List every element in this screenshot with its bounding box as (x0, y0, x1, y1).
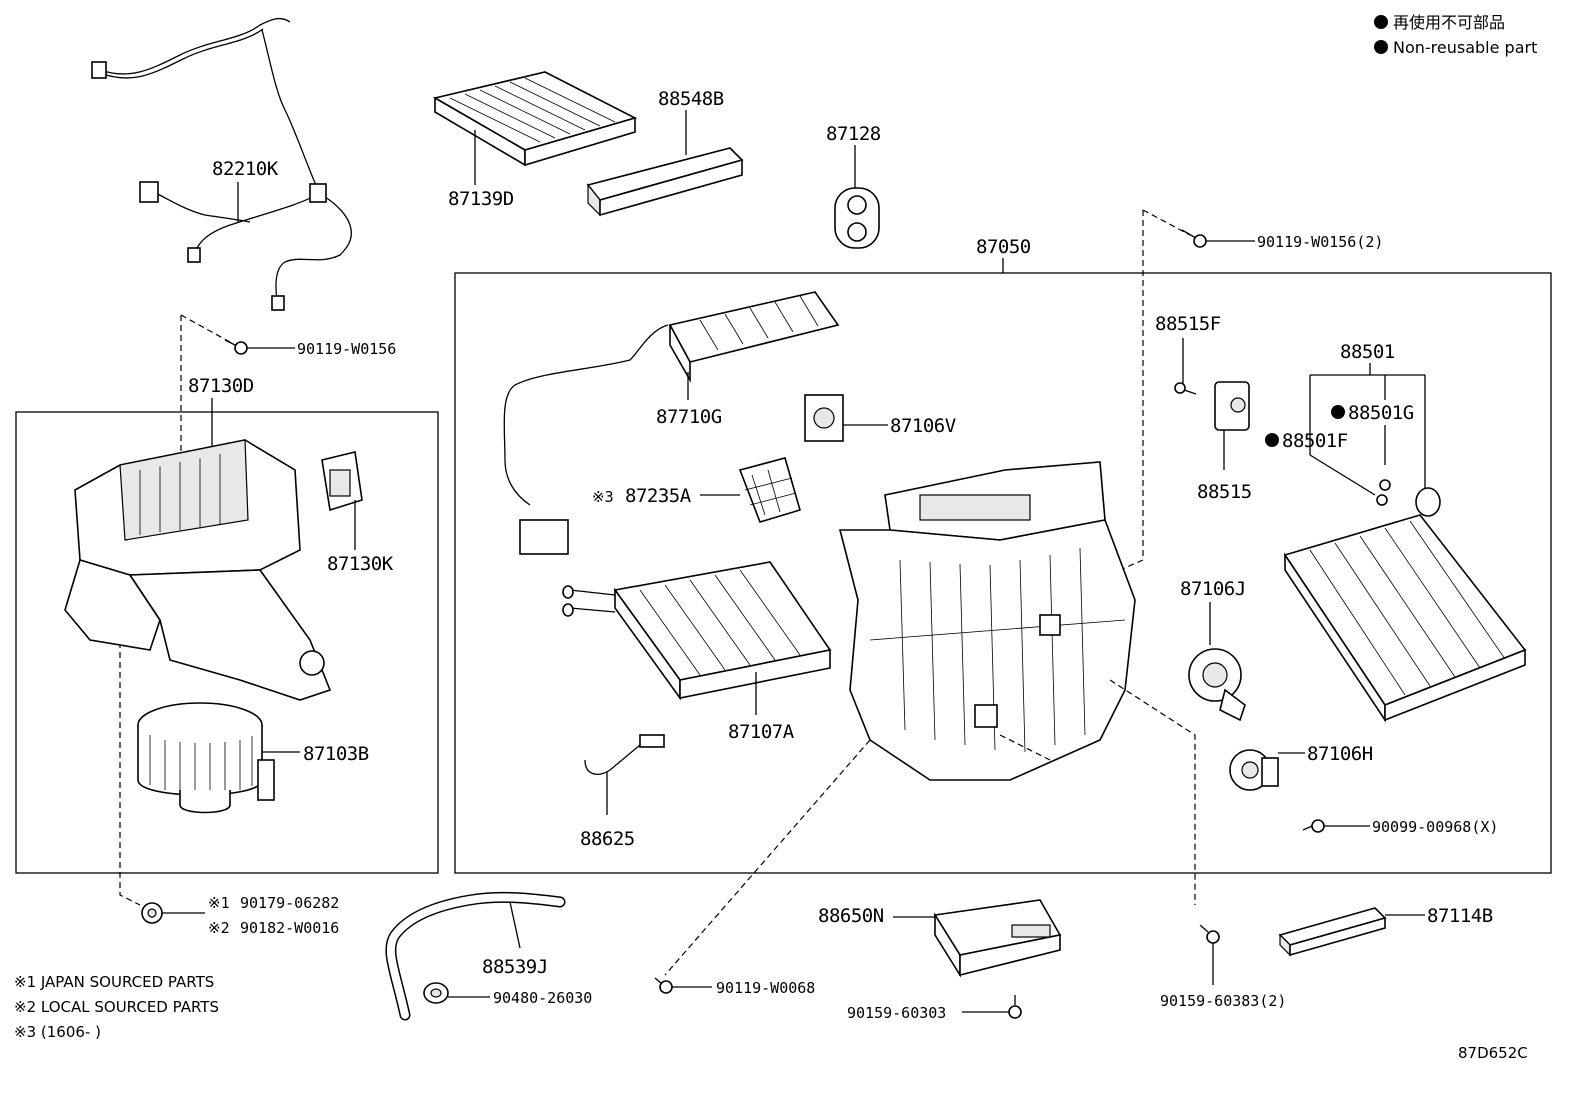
label-88539j: 88539J (482, 956, 548, 978)
non-reusable-dot-icon (1374, 15, 1388, 29)
label-88501: 88501 (1340, 341, 1395, 363)
footnote-3: ※3 (1606- ) (14, 1023, 101, 1041)
label-87114b: 87114B (1427, 905, 1493, 927)
label-87050: 87050 (976, 236, 1031, 258)
label-90119-w0156-2: 90119-W0156(2) (1257, 233, 1383, 251)
heater-core-87107a (562, 561, 832, 715)
blower-assembly-box (15, 411, 439, 874)
label-90179: 90179-06282 (240, 894, 339, 912)
evaporator-88501 (1283, 363, 1527, 723)
legend-jp: 再使用不可部品 (1393, 13, 1505, 32)
label-87130d: 87130D (188, 375, 254, 397)
label-87106v: 87106V (890, 415, 956, 437)
label-82210k: 82210K (212, 158, 279, 180)
footnote-1: ※1 JAPAN SOURCED PARTS (14, 973, 214, 991)
grommet-87128 (834, 145, 880, 249)
legend: 再使用不可部品 Non-reusable part (1374, 13, 1537, 57)
label-87103b: 87103B (303, 743, 369, 765)
screw-90159-60303 (962, 995, 1022, 1019)
hvac-unit-87050 (838, 461, 1136, 781)
label-87107a: 87107A (728, 721, 795, 743)
screw-90119-w0156-2 (1119, 209, 1255, 571)
label-87710g: 87710G (656, 406, 722, 428)
non-reusable-dot-icon (1265, 433, 1279, 447)
label-88515: 88515 (1197, 481, 1252, 503)
label-87128: 87128 (826, 123, 881, 145)
filter-cover-88548b (586, 110, 744, 217)
label-90119-w0068: 90119-W0068 (716, 979, 815, 997)
diagram-code: 87D652C (1458, 1044, 1528, 1062)
label-88650n: 88650N (818, 905, 884, 927)
footnote-2: ※2 LOCAL SOURCED PARTS (14, 998, 219, 1016)
plug-90480-26030 (423, 982, 490, 1004)
legend-en: Non-reusable part (1393, 38, 1537, 57)
non-reusable-dot-icon (1374, 40, 1388, 54)
non-reusable-dot-icon (1331, 405, 1345, 419)
label-90159-60383: 90159-60383(2) (1160, 992, 1286, 1010)
label-90182: 90182-W0016 (240, 919, 339, 937)
sensor-88625 (584, 734, 665, 815)
label-87235a: 87235A (625, 485, 692, 507)
blower-case-87130d (64, 439, 332, 701)
label-87106h: 87106H (1307, 743, 1373, 765)
actuator-87106h (1229, 749, 1305, 791)
screw-90159-60383 (1199, 924, 1220, 985)
expansion-valve-88515 (1174, 338, 1250, 470)
label-90099-00968: 90099-00968(X) (1372, 818, 1498, 836)
label-88548b: 88548B (658, 88, 724, 110)
label-87106j: 87106J (1180, 578, 1246, 600)
grommet-90179-90182 (141, 902, 205, 924)
label-87139d: 87139D (448, 188, 514, 210)
label-88501f: 88501F (1282, 430, 1348, 452)
duct-87235a (700, 457, 801, 523)
actuator-87106j (1188, 602, 1246, 722)
label-88501g: 88501G (1348, 402, 1414, 424)
actuator-87106v (804, 394, 888, 442)
label-90179-mark: ※1 (208, 894, 230, 912)
label-90119-w0156: 90119-W0156 (297, 340, 396, 358)
drain-hose-88539j (385, 891, 566, 1021)
screw-90119-w0156 (180, 314, 295, 355)
screw-90119-w0068 (654, 977, 712, 994)
duct-87114b (1278, 907, 1425, 957)
label-88625: 88625 (580, 828, 635, 850)
label-90159-60303: 90159-60303 (847, 1004, 946, 1022)
cabin-filter-87139d (432, 71, 638, 185)
screw-90099-00968 (1302, 819, 1370, 833)
heater-87710g (503, 291, 840, 555)
ecu-88650n (893, 899, 1062, 978)
label-87130k: 87130K (327, 553, 394, 575)
blower-motor-87103b (137, 702, 300, 814)
label-90182-mark: ※2 (208, 919, 230, 937)
label-88515f: 88515F (1155, 313, 1221, 335)
actuator-87130k (321, 451, 363, 550)
label-90480-26030: 90480-26030 (493, 989, 592, 1007)
wire-harness-82210k (91, 17, 352, 311)
label-87235a-mark: ※3 (592, 488, 614, 506)
